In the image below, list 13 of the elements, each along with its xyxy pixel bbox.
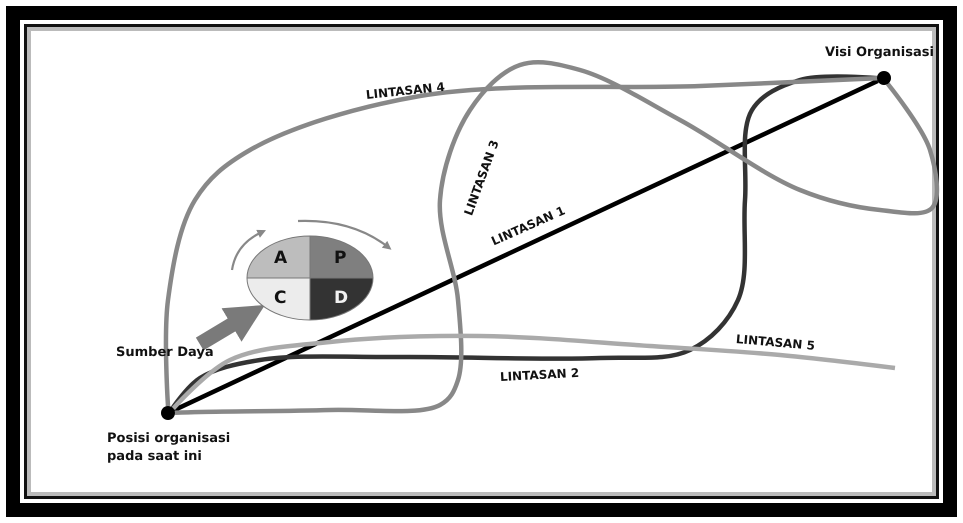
path-label: LINTASAN 2 [500, 366, 580, 384]
path-label: LINTASAN 4 [365, 80, 446, 102]
quadrant-letter: C [274, 287, 286, 310]
pdca-cycle-circle [246, 235, 374, 321]
quadrant-letter: P [334, 247, 346, 270]
path-line [172, 334, 896, 410]
path-label: LINTASAN 5 [735, 332, 816, 353]
position-label: Posisi organisasi pada saat ini [107, 430, 232, 466]
position-label: Visi Organisasi [825, 44, 935, 62]
quadrant-letter: D [334, 287, 348, 310]
quadrant-letter: A [274, 247, 288, 270]
block-arrow [196, 304, 265, 350]
resource-label: Sumber Daya [116, 344, 250, 364]
